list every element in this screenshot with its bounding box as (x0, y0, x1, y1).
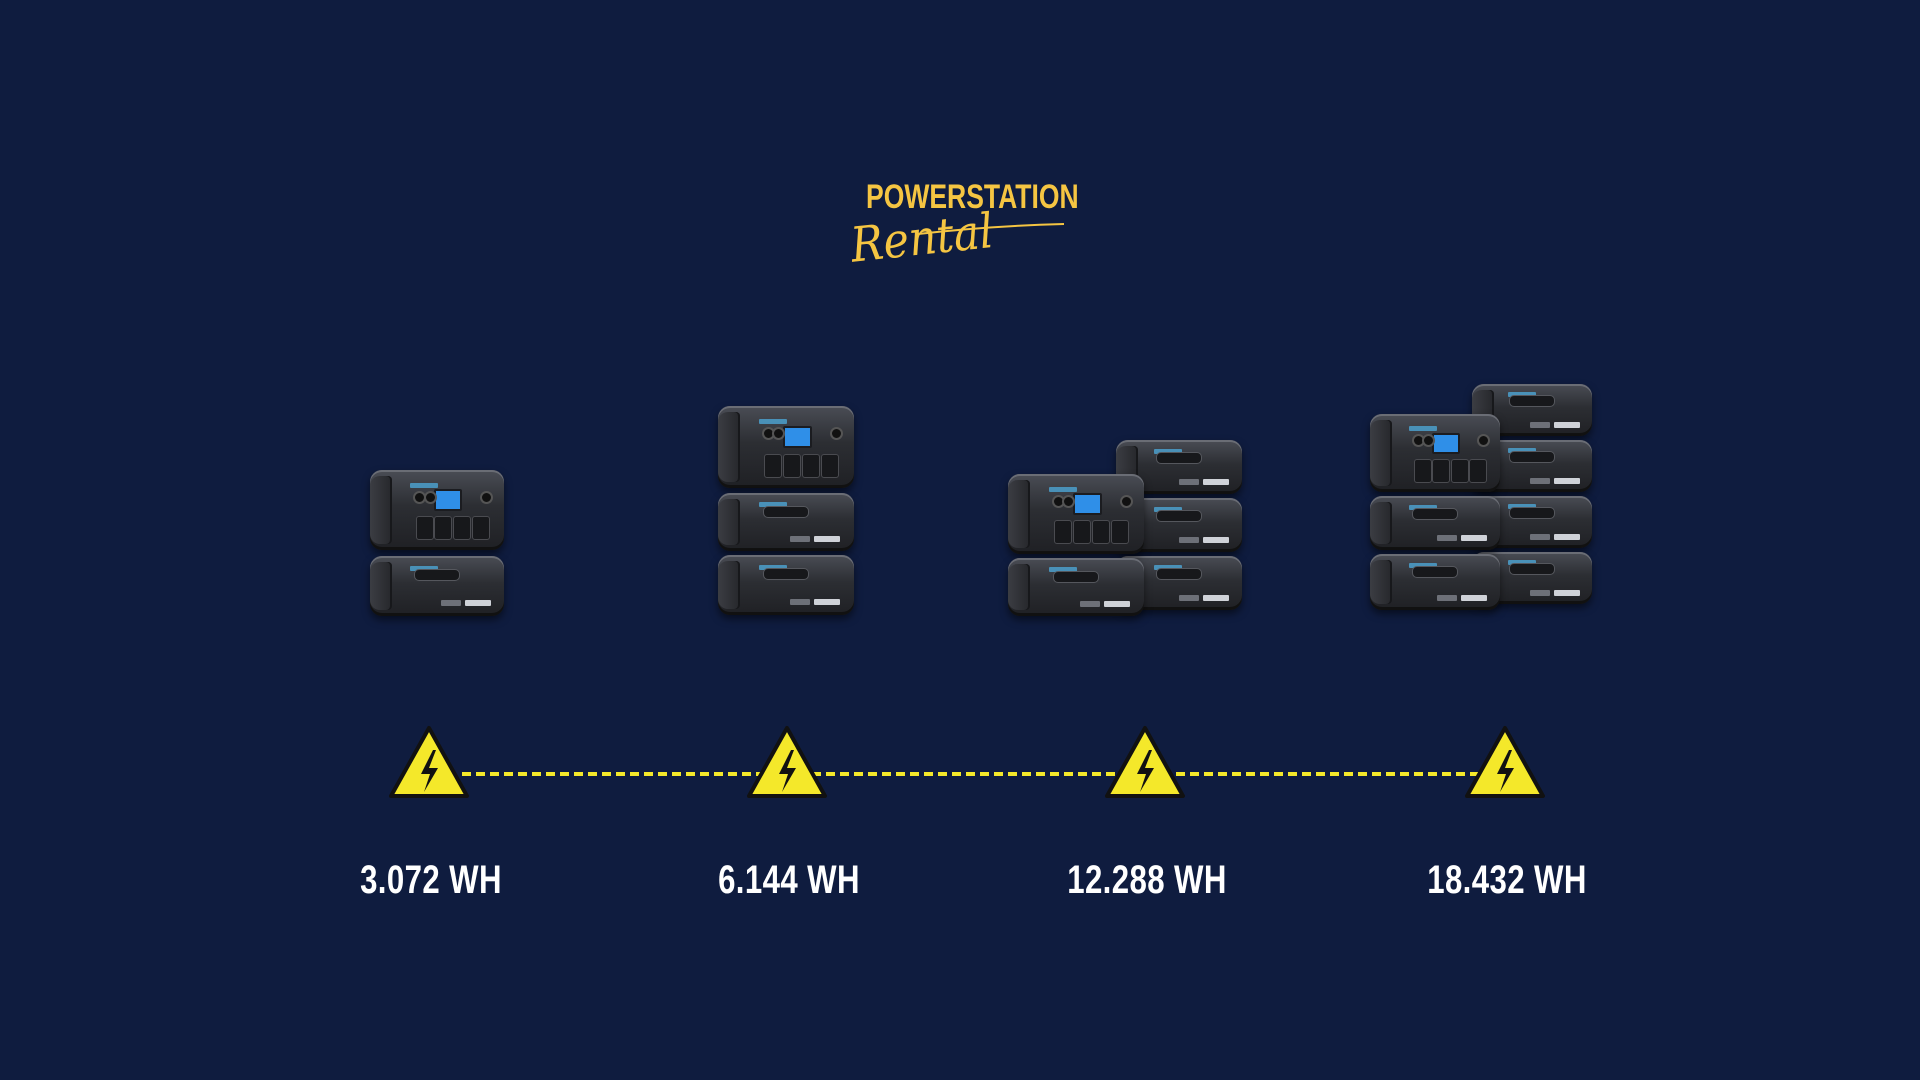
power-station-unit (1370, 414, 1500, 492)
high-voltage-warning-icon (389, 726, 469, 798)
battery-module (1008, 558, 1144, 616)
battery-module (1370, 554, 1500, 610)
capacity-label-4: 18.432 WH (1427, 858, 1587, 902)
brand-logo: POWERSTATION Rental (848, 178, 1079, 298)
battery-module (718, 555, 854, 615)
capacity-label-3: 12.288 WH (1067, 858, 1227, 902)
power-station-unit (718, 406, 854, 488)
logo-wordmark: POWERSTATION (866, 178, 1079, 216)
high-voltage-warning-icon (747, 726, 827, 798)
high-voltage-warning-icon (1465, 726, 1545, 798)
power-station-unit (1008, 474, 1144, 554)
battery-module (1370, 496, 1500, 550)
power-station-unit (370, 470, 504, 550)
capacity-label-2: 6.144 WH (718, 858, 860, 902)
battery-module (370, 556, 504, 616)
logo-swoosh-icon (917, 223, 1065, 235)
capacity-label-1: 3.072 WH (360, 858, 502, 902)
battery-module (718, 493, 854, 551)
high-voltage-warning-icon (1105, 726, 1185, 798)
